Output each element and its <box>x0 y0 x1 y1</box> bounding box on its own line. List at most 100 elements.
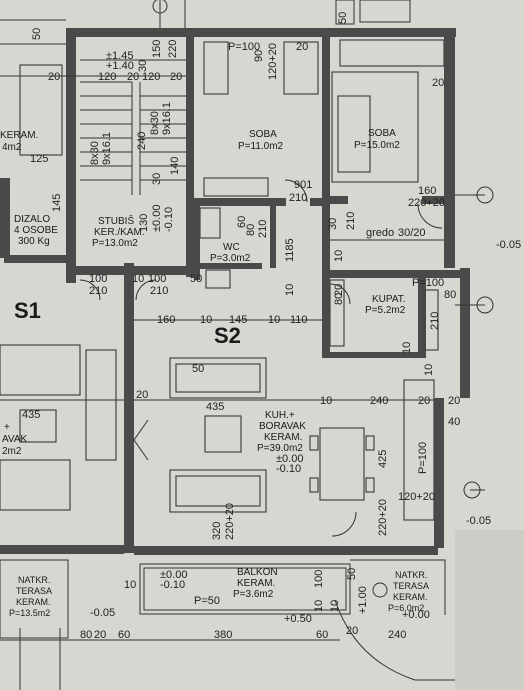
room-line2: KER./KAM. <box>94 227 145 238</box>
dimension-label: 210 <box>289 192 307 204</box>
dimension-label: 150 <box>151 40 163 58</box>
axis-marker <box>463 481 481 499</box>
dimension-label: 50 <box>346 568 358 580</box>
dimension-label: 60 <box>316 629 328 641</box>
room-area: P=11.0m2 <box>238 141 284 152</box>
dimension-label: 210 <box>150 285 168 297</box>
room-name: NATKR. <box>18 575 50 585</box>
dimension-label: 210 <box>345 212 357 230</box>
dimension-label: 220+20 <box>224 503 236 540</box>
dimension-label: 80 <box>333 293 345 305</box>
dimension-label: 10 <box>401 342 413 354</box>
room-area: P=3.6m2 <box>233 589 274 600</box>
room-area: P=6.0m2 <box>388 603 424 613</box>
dimension-label: 80 <box>245 224 257 236</box>
dimension-label: 60 <box>236 216 248 228</box>
dimension-label: 120 <box>98 71 116 83</box>
dimension-label: 50 <box>31 28 43 40</box>
dimension-label: 110 <box>290 314 308 326</box>
dimension-label: 240 <box>370 395 388 407</box>
room-balkon: BALKON KERAM. P=3.6m2 <box>233 567 278 600</box>
dimension-label: 8x30 <box>149 111 161 135</box>
dimension-label: -0.10 <box>160 579 185 591</box>
axis-marker <box>152 0 168 14</box>
dimension-label: 30/20 <box>398 227 426 239</box>
dimension-label: gredo <box>366 227 394 239</box>
dimension-label: 130 <box>138 214 150 232</box>
axis-marker <box>372 582 388 598</box>
unit-label-s2: S2 <box>214 323 241 348</box>
unit-label-s1: S1 <box>14 298 41 323</box>
dimension-label: 30 <box>137 60 149 72</box>
room-name: STUBIŠ <box>98 214 134 227</box>
dimension-label: 20 <box>346 625 358 637</box>
dimension-label: 120+20 <box>398 491 435 503</box>
dimensions-bottom: ±0.00 -0.10 10 P=50 +0.50 100 10 10 50 +… <box>30 153 491 641</box>
dimension-label: 10 <box>268 314 280 326</box>
room-soba-1: SOBA P=11.0m2 <box>238 129 284 152</box>
dimension-label: P=50 <box>194 595 220 607</box>
dimension-label: +1.00 <box>357 586 369 614</box>
room-wc: WC P=3.0m2 <box>210 242 251 264</box>
dimension-label: 10 <box>124 579 136 591</box>
dimension-label: 140 <box>169 157 181 175</box>
room-name: + <box>4 422 10 433</box>
dimension-label: 120 <box>142 71 160 83</box>
dimension-label: 100 <box>148 273 166 285</box>
room-line2: KERAM. <box>237 578 275 589</box>
dimension-label: 8x30 <box>89 141 101 165</box>
room-area: P=15.0m2 <box>354 140 400 151</box>
dimension-label: 50 <box>190 273 202 285</box>
room-area: P=13.0m2 <box>92 238 138 249</box>
room-line2: AVAK <box>2 434 28 445</box>
dimension-label: 10 <box>333 250 345 262</box>
dimension-label: 10 <box>200 314 212 326</box>
room-line2: TERASA <box>16 586 52 596</box>
dimensions-top: 50 50 120 20 120 20 P=100 20 90 120+20 2… <box>31 12 444 89</box>
room-area: P=13.5m2 <box>9 608 50 618</box>
dimension-label: 901 <box>294 179 312 191</box>
dimension-label: 20 <box>170 71 182 83</box>
dimension-label: 20 <box>296 41 308 53</box>
dimension-label: 220+20 <box>377 499 389 536</box>
axis-marker <box>476 186 494 204</box>
dimension-label: 9x16.1 <box>161 102 173 135</box>
dimension-label: 50 <box>337 12 349 24</box>
room-line2: TERASA <box>393 581 429 591</box>
dimension-label: 20 <box>448 395 460 407</box>
room-name: SOBA <box>249 129 277 140</box>
dimension-label: 80 <box>444 289 456 301</box>
room-soba-2: SOBA P=15.0m2 <box>354 128 400 151</box>
dimension-label: 20 <box>94 629 106 641</box>
room-name: KUH.+ <box>265 410 295 421</box>
dimension-label: 160 <box>418 185 436 197</box>
dimension-label: 20 <box>432 77 444 89</box>
dimension-label: 435 <box>206 401 224 413</box>
room-dizalo: DIZALO 4 OSOBE 300 Kg <box>14 214 58 247</box>
dimension-label: 10 <box>320 395 332 407</box>
dimension-label: P=100 <box>412 277 444 289</box>
dimension-label: 10 <box>423 364 435 376</box>
furniture <box>0 39 445 537</box>
room-line3: KERAM. <box>264 432 302 443</box>
room-terasa-left: NATKR. TERASA KERAM. P=13.5m2 <box>9 575 52 618</box>
dimension-label: 20 <box>127 71 139 83</box>
dimension-label: 425 <box>377 450 389 468</box>
dimension-label: 20 <box>136 389 148 401</box>
dimension-label: 210 <box>257 220 269 238</box>
dimension-label: 240 <box>136 132 148 150</box>
room-name: SOBA <box>368 128 396 139</box>
dimensions-mid: 145 130 ±0.00 -0.10 901 210 80 210 60 11… <box>51 179 521 296</box>
room-area: 2m2 <box>2 446 22 457</box>
dimension-label: 220 <box>167 40 179 58</box>
room-name: WC <box>223 242 240 253</box>
room-name: KUPAT. <box>372 294 406 305</box>
dimension-label: ±1.45 <box>106 50 133 62</box>
dimensions-stair: ±1.45 +1.40 150 220 30 8x30 9x16.1 8x30 … <box>89 40 181 185</box>
dimension-label: +0.00 <box>402 609 430 621</box>
dimension-label: 20 <box>333 284 345 296</box>
dimension-label: 100 <box>89 273 107 285</box>
dimensions-living: 20 435 435 10 240 20 20 40 425 ±0.00 -0.… <box>22 389 460 540</box>
